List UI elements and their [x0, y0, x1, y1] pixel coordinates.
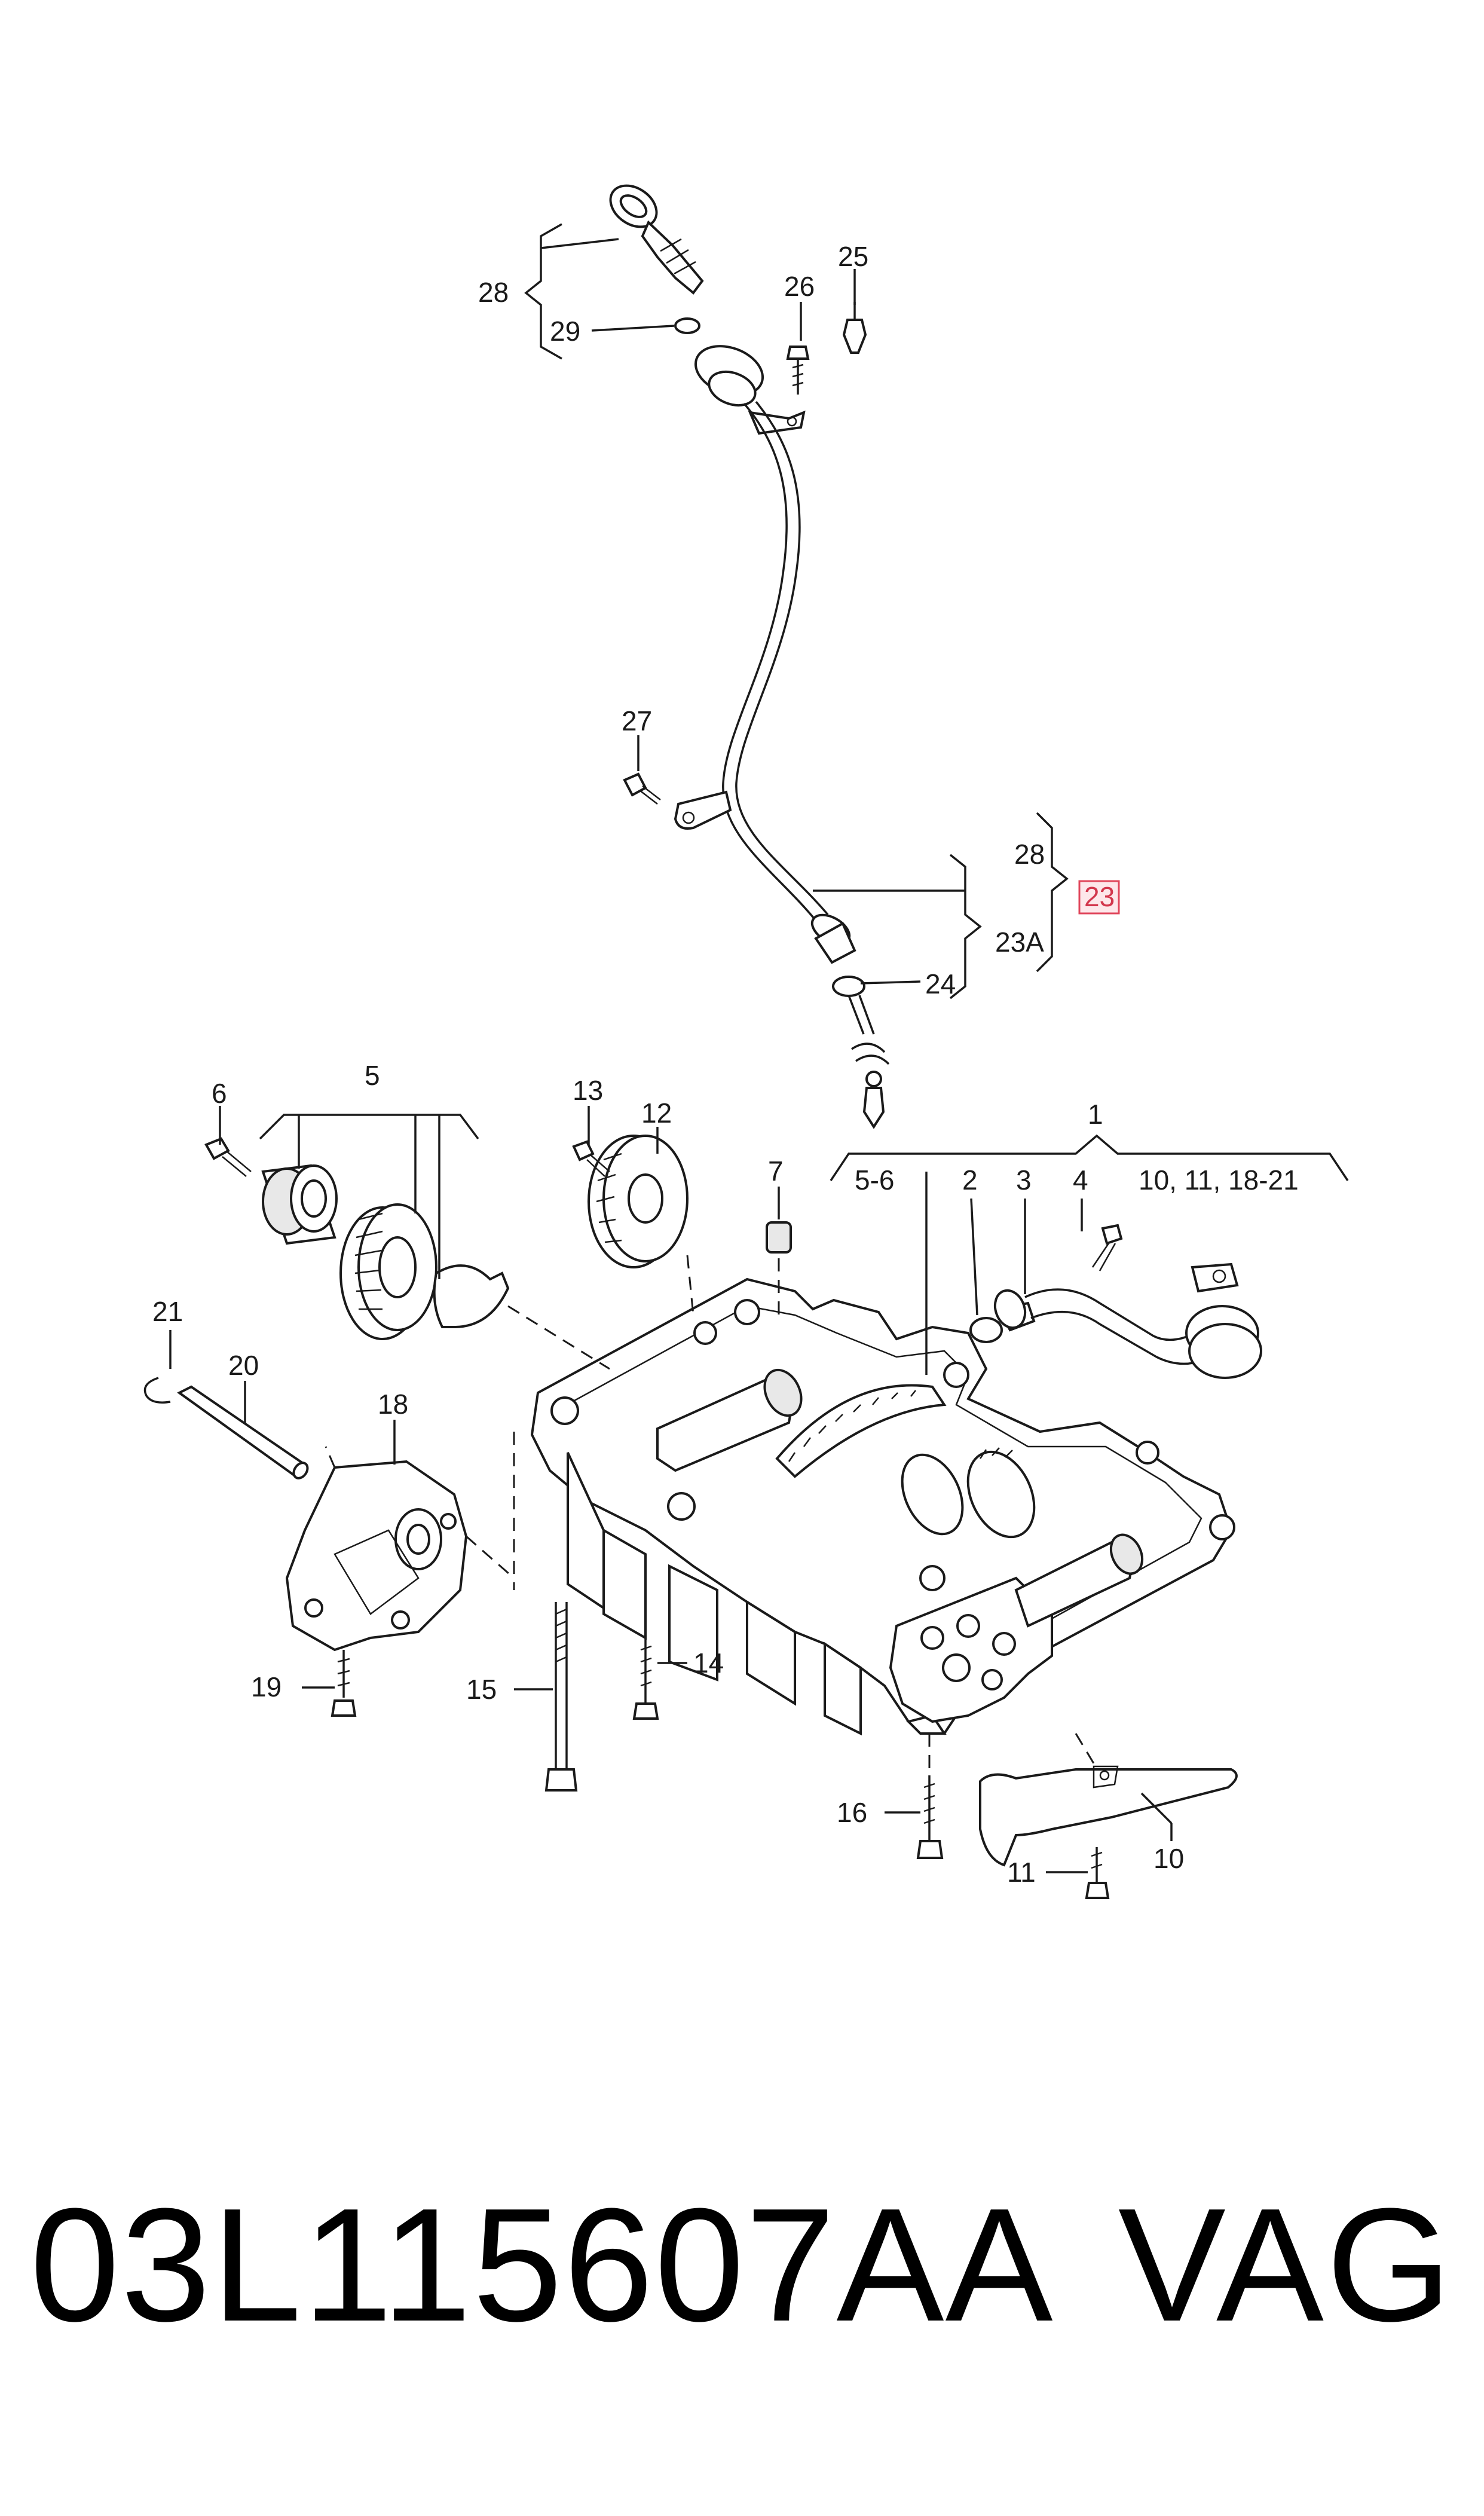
callout-14: 14 [693, 1647, 724, 1679]
callout-13: 13 [573, 1075, 603, 1106]
callout-26: 26 [784, 271, 815, 302]
callout-27: 27 [622, 705, 652, 736]
callout-28-top: 28 [478, 277, 509, 308]
highlight-box-23 [1078, 880, 1120, 915]
callout-10-list: 10, 11, 18-21 [1139, 1164, 1299, 1196]
footer: 03L115607AA VAG [30, 2176, 1454, 2355]
callout-23: 23 [1084, 881, 1115, 912]
callout-labels: 28 29 26 25 27 28 23 23A 24 6 5 13 12 7 … [152, 241, 1299, 1888]
callout-15: 15 [466, 1674, 497, 1705]
balancer-oil-pump-housing [530, 1277, 1235, 1736]
callout-1: 1 [1088, 1099, 1103, 1130]
callout-20: 20 [228, 1350, 259, 1381]
callout-5-6: 5-6 [855, 1164, 894, 1196]
callout-16: 16 [837, 1797, 867, 1828]
callout-6: 6 [212, 1078, 227, 1109]
callout-25: 25 [838, 241, 868, 272]
brand-name: VAG [1118, 2175, 1454, 2355]
callout-11: 11 [1007, 1857, 1036, 1888]
callout-5: 5 [365, 1060, 380, 1091]
callout-12: 12 [641, 1097, 672, 1129]
callout-18: 18 [378, 1389, 408, 1420]
callout-23A: 23A [995, 927, 1044, 958]
callout-29: 29 [550, 316, 580, 347]
housing-bolts [513, 1224, 1262, 1899]
callout-7: 7 [768, 1155, 784, 1187]
callout-19: 19 [251, 1671, 281, 1702]
part-number: 03L115607AA [30, 2175, 1054, 2355]
callout-10: 10 [1153, 1843, 1184, 1874]
callout-2: 2 [962, 1164, 978, 1196]
dipstick-assembly [609, 184, 890, 1129]
callout-4: 4 [1073, 1164, 1088, 1196]
callout-21: 21 [152, 1296, 183, 1327]
callout-leaders [169, 223, 1349, 1873]
callout-28-right: 28 [1014, 839, 1045, 870]
callout-24: 24 [925, 968, 956, 999]
left-components [143, 1135, 792, 1717]
callout-3: 3 [1016, 1164, 1032, 1196]
